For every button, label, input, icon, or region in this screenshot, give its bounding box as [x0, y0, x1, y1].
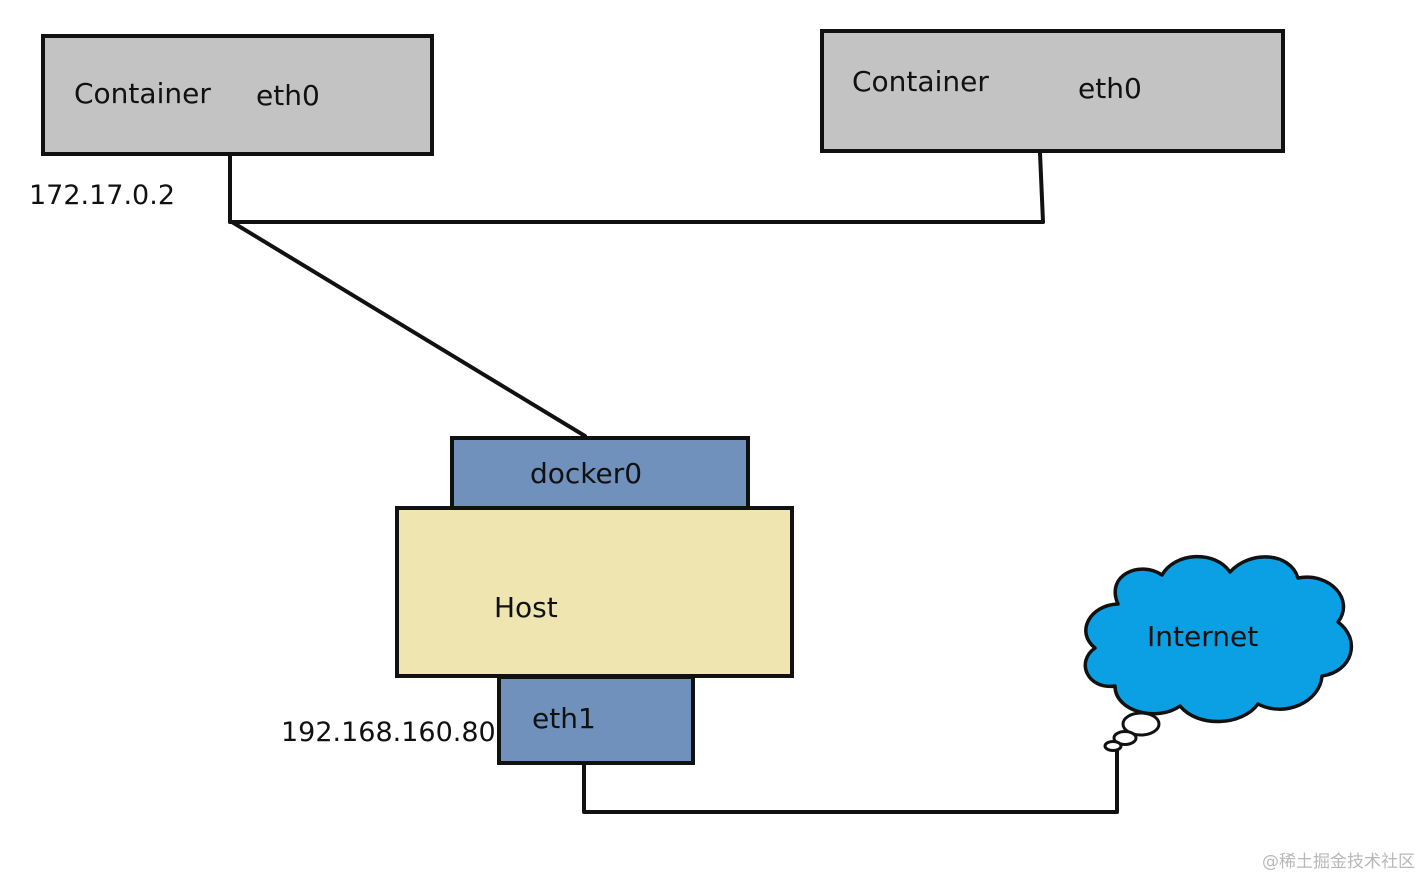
host-label: Host	[494, 591, 558, 624]
docker0-label: docker0	[530, 457, 643, 490]
internet-cloud	[1083, 554, 1354, 752]
eth1-to-internet-line	[582, 748, 1119, 814]
cloud-shape	[1083, 554, 1354, 724]
thought-bubble-large	[1121, 711, 1161, 737]
container-1-title: Container	[74, 77, 211, 110]
thought-bubble-medium	[1112, 730, 1138, 746]
container-2-box	[820, 29, 1285, 153]
container-2-interface: eth0	[1078, 72, 1142, 105]
container-1-box	[41, 34, 434, 156]
eth1-label: eth1	[532, 702, 596, 735]
host-box	[395, 506, 794, 678]
container-2-drop-line	[1038, 151, 1045, 224]
eth1-interface-box	[497, 675, 695, 765]
host-external-ip: 192.168.160.80	[281, 717, 496, 748]
container-2-title: Container	[852, 65, 989, 98]
internet-label: Internet	[1147, 620, 1259, 653]
container-1-interface: eth0	[256, 79, 320, 112]
watermark: @稀土掘金技术社区	[1262, 852, 1415, 872]
container-1-ip: 172.17.0.2	[29, 180, 175, 211]
thought-bubble-small	[1103, 740, 1123, 752]
bridge-link-line	[230, 220, 587, 438]
docker0-interface-box	[450, 436, 750, 510]
